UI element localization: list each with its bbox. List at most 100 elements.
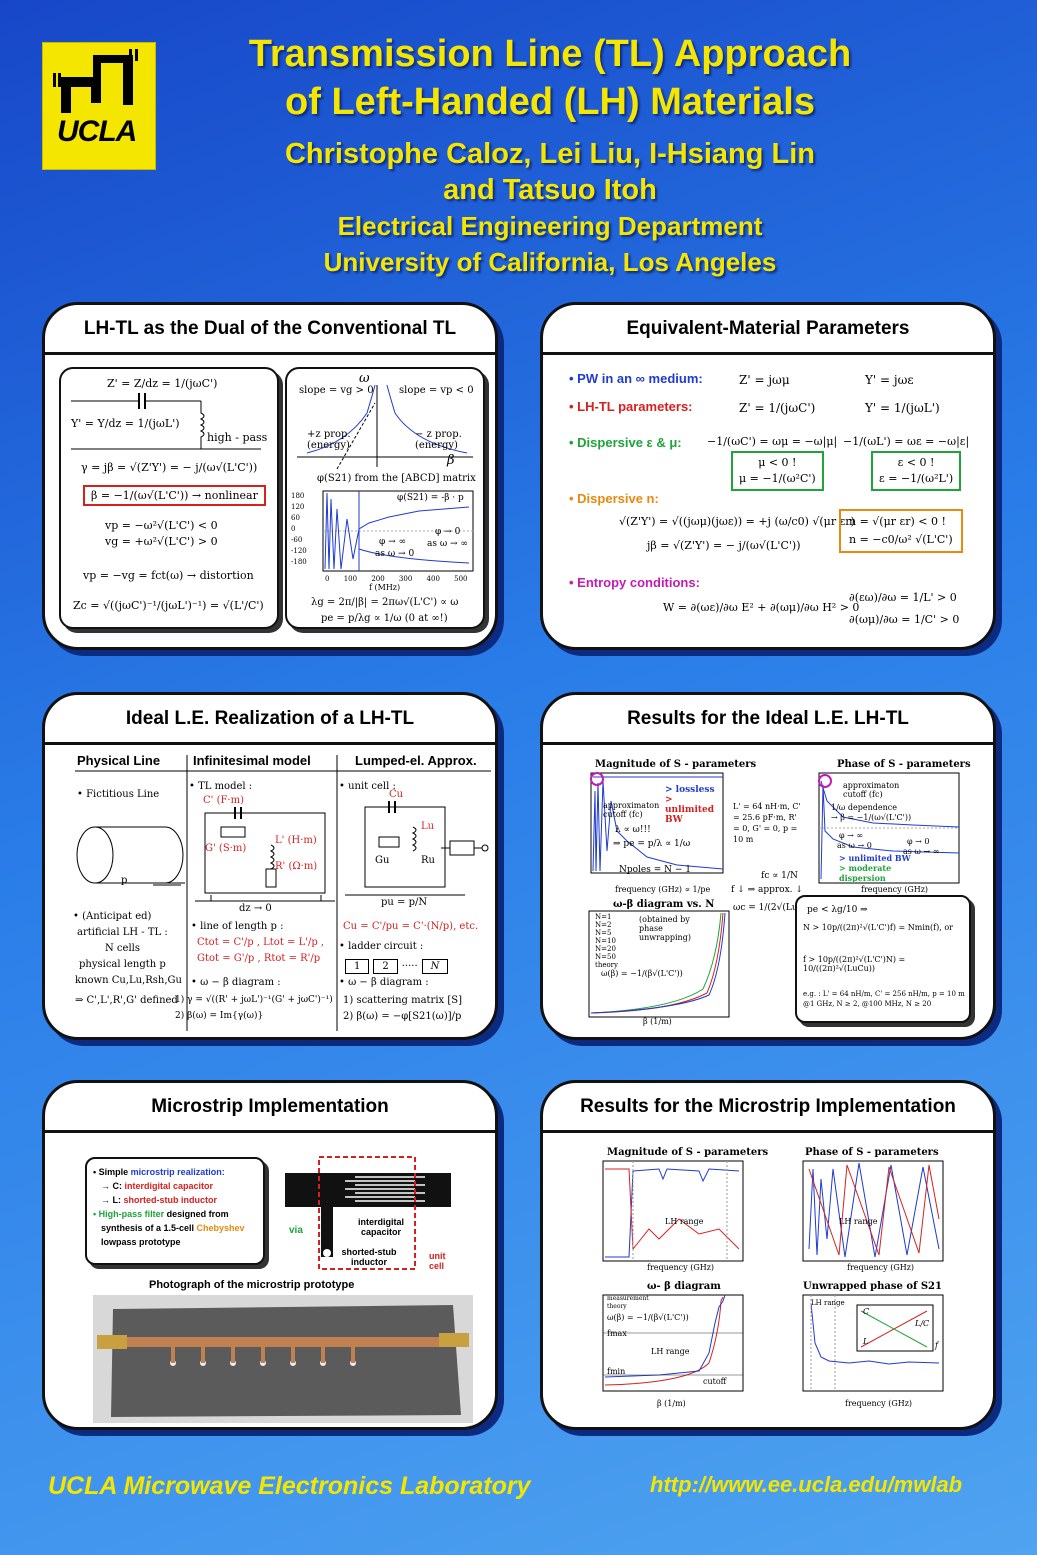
beta-equation: β = −1/(ω√(L'C')) → nonlinear bbox=[83, 485, 266, 506]
lh-range-mag: LH range bbox=[665, 1217, 704, 1226]
n-box: n = √(μr εr) < 0 ! n = −c0/ω² √(L'C') bbox=[839, 509, 963, 553]
phase-title: Phase of S - parameters bbox=[837, 759, 971, 770]
example: e.g. : L' = 64 nH/m, C' = 256 nH/m, p = … bbox=[803, 990, 965, 1008]
dz-label: dz → 0 bbox=[239, 903, 272, 914]
ru-label: Ru bbox=[421, 855, 435, 866]
xtick: 0 bbox=[325, 575, 330, 583]
bullet-2-pre: → C: bbox=[101, 1181, 125, 1191]
beta-unit: β (1/m) bbox=[643, 1017, 672, 1026]
panel-title: Equivalent-Material Parameters bbox=[543, 305, 993, 355]
ytick: 120 bbox=[291, 503, 305, 511]
n-box-line2: n = −c0/ω² √(L'C') bbox=[849, 533, 953, 546]
footer-url[interactable]: http://www.ee.ucla.edu/mwlab bbox=[650, 1472, 963, 1497]
bullet-1: • Simple microstrip realization: bbox=[93, 1165, 245, 1179]
panel-results-microstrip: Results for the Microstrip Implementatio… bbox=[540, 1080, 996, 1430]
xtick: 400 bbox=[426, 575, 440, 583]
approx-label-2: approximaton cutoff (fc) bbox=[843, 781, 900, 799]
bullet-6: lowpass prototype bbox=[101, 1237, 181, 1247]
z-equation: Z' = Z/dz = 1/(jωC') bbox=[107, 377, 218, 390]
approx2: f ↓ ⇒ approx. ↓ bbox=[731, 885, 803, 895]
scattering: 1) scattering matrix [S] bbox=[343, 995, 463, 1006]
phase-xticks: 0 100 200 300 400 500 bbox=[325, 575, 468, 583]
phys-len: physical length p bbox=[79, 959, 166, 970]
condition-box: pe < λg/10 ⇒ N > 10p/((2π)²√(L'C')f) = N… bbox=[795, 895, 971, 1023]
ctot-eq: Ctot = C'/p , Ltot = L'/p , bbox=[197, 937, 325, 948]
freq-label: frequency (GHz) ∝ 1/pe bbox=[615, 885, 711, 894]
prop-right: − z prop. (energy) bbox=[415, 429, 462, 451]
ladder-cell-2: 2 bbox=[373, 959, 398, 974]
column-dividers bbox=[75, 755, 491, 1031]
unwrap-plot bbox=[802, 1294, 944, 1392]
xtick: 200 bbox=[371, 575, 385, 583]
slope-left: slope = vg > 0 bbox=[299, 385, 374, 396]
dispn-label: • Dispersive n: bbox=[569, 491, 659, 506]
pw-z: Z' = jωμ bbox=[739, 373, 790, 387]
cu-label: Cu bbox=[389, 789, 404, 800]
dispn-eq1: √(Z'Y') = √((jωμ)(jωε)) = +j (ω/c0) √(μr… bbox=[619, 515, 855, 528]
xtick: 300 bbox=[398, 575, 413, 583]
cond2: N > 10p/((2π)²√(L'C')f) = Nmin(f), or bbox=[803, 923, 953, 932]
bullet-3-hl: shorted-stub inductor bbox=[123, 1195, 218, 1205]
bullet-2-hl: interdigital capacitor bbox=[124, 1181, 214, 1191]
c-label: C' (F·m) bbox=[203, 795, 244, 806]
vg-equation: vg = +ω²√(L'C') > 0 bbox=[105, 535, 218, 548]
disp-eq2: −1/(ωL') = ωε = −ω|ε| bbox=[843, 435, 970, 448]
fc-eq: fc ∝ 1/N bbox=[761, 871, 798, 881]
lh-y: Y' = 1/(jωL') bbox=[865, 401, 940, 415]
phase-plot bbox=[322, 490, 474, 572]
bullet-list: • Simple microstrip realization: → C: in… bbox=[93, 1165, 245, 1249]
phase-beta: → β = −1/(ω√(L'C')) bbox=[831, 813, 912, 822]
omega-label: ω bbox=[359, 371, 370, 386]
phase-plot bbox=[802, 1160, 944, 1262]
y-equation: Y' = Y/dz = 1/(jωL') bbox=[71, 417, 180, 430]
phase-plot bbox=[818, 772, 960, 884]
title-line-1: Transmission Line (TL) Approach bbox=[248, 33, 852, 75]
mag-plot bbox=[602, 1160, 744, 1262]
inset-c: C bbox=[863, 1307, 870, 1316]
panel-title: Results for the Microstrip Implementatio… bbox=[543, 1083, 993, 1133]
microstrip-bullets: • Simple microstrip realization: → C: in… bbox=[85, 1157, 265, 1265]
l-label: L' (H·m) bbox=[275, 835, 317, 846]
wc-eq: ωc = 1/(2√(LuCu)) bbox=[733, 903, 818, 913]
entropy-result: ∂(εω)/∂ω = 1/L' > 0 ∂(ωμ)/∂ω = 1/C' > 0 bbox=[849, 587, 959, 631]
lh-range-unwrap: LH range bbox=[811, 1299, 845, 1307]
inset-lc: L/C bbox=[915, 1319, 930, 1328]
university: University of California, Los Angeles bbox=[323, 247, 777, 277]
ytick: 180 bbox=[291, 492, 305, 500]
unit-cell: • unit cell : bbox=[339, 781, 396, 792]
bullet-5-pre: synthesis of a 1.5-cell bbox=[101, 1223, 197, 1233]
prop-left: +z prop. (energy) bbox=[307, 429, 351, 451]
entropy-r2: ∂(ωμ)/∂ω = 1/C' > 0 bbox=[849, 613, 960, 626]
phase-formula: φ(S21) = -β · p bbox=[397, 493, 464, 503]
wb-eq-2: 2) β(ω) = Im{γ(ω)} bbox=[175, 1011, 264, 1021]
microstrip-layout bbox=[285, 1153, 451, 1273]
phase-note1b: as ω → 0 bbox=[375, 549, 415, 559]
cond3: f > 10p/((2π)²√(L'C')N) = 10/((2π)²√(LuC… bbox=[803, 955, 906, 973]
panel-microstrip: Microstrip Implementation • Simple micro… bbox=[42, 1080, 498, 1430]
lambda-inf: λ ∝ ω!!! bbox=[615, 825, 651, 835]
via-label: via bbox=[289, 1225, 303, 1236]
panel-lh-tl-dual: LH-TL as the Dual of the Conventional TL… bbox=[42, 302, 498, 650]
col-physical: Physical Line bbox=[77, 753, 161, 768]
xtick: 100 bbox=[343, 575, 358, 583]
distortion-equation: vp = −vg = fct(ω) → distortion bbox=[83, 569, 254, 582]
mu-box-line2: μ = −1/(ω²C') bbox=[739, 472, 816, 485]
unlimited: > unlimited BW bbox=[665, 795, 715, 825]
cond1: pe < λg/10 ⇒ bbox=[807, 905, 868, 915]
eps-box: ε < 0 ! ε = −1/(ω²L') bbox=[871, 451, 962, 491]
wb-plot bbox=[602, 1294, 744, 1392]
eps-box-line2: ε = −1/(ω²L') bbox=[879, 472, 954, 485]
unl-bw: > unlimited BW bbox=[839, 853, 911, 863]
footer-lab: UCLA Microwave Electronics Laboratory bbox=[48, 1472, 531, 1500]
legend-item: N=50 bbox=[595, 953, 616, 961]
wb-legend: N=1 N=2 N=5 N=10 N=20 N=50 theory bbox=[595, 913, 618, 969]
legend-item: N=5 bbox=[595, 929, 612, 937]
beta-phi: 2) β(ω) = −φ[S21(ω)]/p bbox=[343, 1011, 462, 1022]
beta-formula: ω(β) = −1/(β√(L'C')) bbox=[607, 1313, 689, 1322]
phase-title: Phase of S - parameters bbox=[805, 1147, 939, 1158]
params: L' = 64 nH·m, C' = 25.6 pF·m, R' = 0, G'… bbox=[733, 802, 801, 844]
anticipated: • (Anticipat ed) bbox=[73, 911, 152, 922]
phase-note1: φ → ∞ bbox=[379, 537, 407, 547]
phase-title: φ(S21) from the [ABCD] matrix bbox=[317, 473, 476, 484]
moderate: > moderate dispersion bbox=[839, 863, 892, 883]
